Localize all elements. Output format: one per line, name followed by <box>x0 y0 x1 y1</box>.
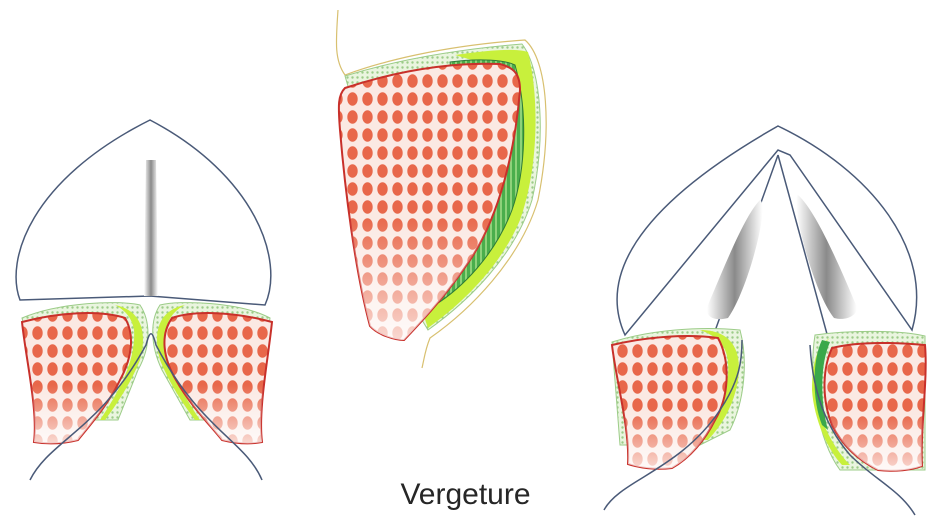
right-figure <box>604 126 926 515</box>
left-figure <box>16 120 272 480</box>
diagram-caption: Vergeture <box>0 478 931 512</box>
right-upper-outline <box>617 126 917 335</box>
left-upper-outline <box>16 120 271 305</box>
left-central-fold <box>144 160 158 296</box>
center-figure <box>336 10 546 368</box>
